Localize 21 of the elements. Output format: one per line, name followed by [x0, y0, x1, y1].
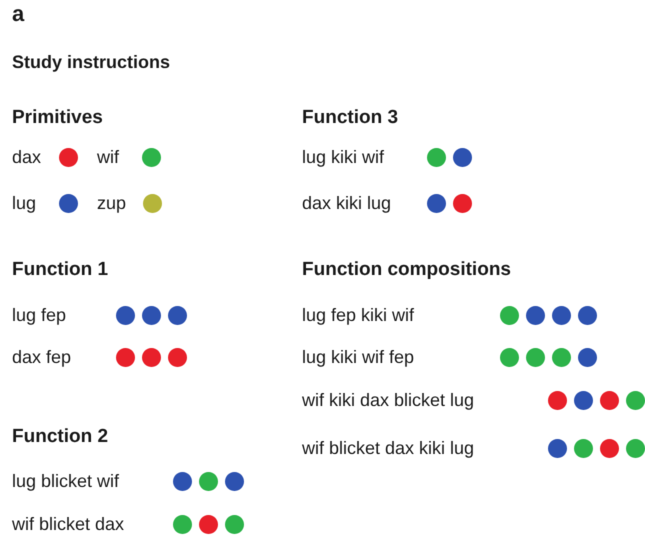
- instruction-phrase: wif blicket dax: [12, 513, 124, 536]
- instruction-phrase: lug blicket wif: [12, 470, 120, 493]
- section-heading: Function 3: [302, 106, 398, 130]
- legend-text: zup: [97, 192, 126, 215]
- instruction-phrase: lug kiki wif fep: [302, 346, 414, 369]
- instruction-phrase: wif kiki dax blicket lug: [302, 389, 474, 412]
- instruction-phrase: wif blicket dax kiki lug: [302, 437, 474, 460]
- section-heading: Primitives: [12, 106, 103, 130]
- section-heading: Function compositions: [302, 258, 511, 282]
- instruction-phrase: lug fep kiki wif: [302, 304, 414, 327]
- instruction-phrase: dax kiki lug: [302, 192, 392, 215]
- instruction-phrase: lug kiki wif: [302, 146, 384, 169]
- legend-text: lug: [12, 192, 36, 215]
- instruction-phrase: dax fep: [12, 346, 72, 369]
- section-title: Study instructions: [12, 51, 170, 74]
- section-heading: Function 1: [12, 258, 108, 282]
- instruction-phrase: lug fep: [12, 304, 66, 327]
- panel-letter: a: [12, 2, 24, 26]
- legend-text: dax: [12, 146, 42, 169]
- section-heading: Function 2: [12, 425, 108, 449]
- legend-text: wif: [97, 146, 119, 169]
